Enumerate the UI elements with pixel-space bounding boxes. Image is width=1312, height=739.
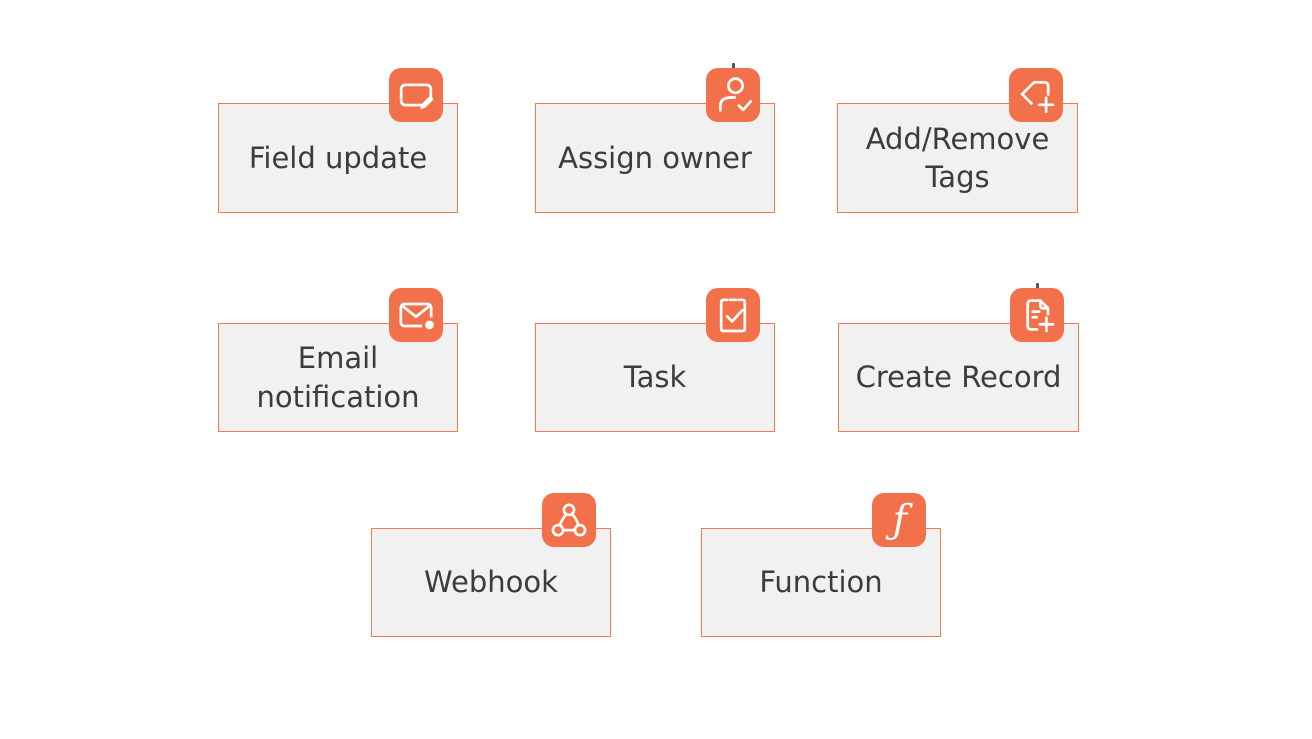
card-label: Function xyxy=(759,565,883,600)
card-field-update[interactable]: Field update xyxy=(218,68,458,213)
svg-text:ƒ: ƒ xyxy=(885,498,914,543)
card-label: Email notification xyxy=(256,341,420,414)
anchor-notch xyxy=(1035,283,1039,289)
card-assign-owner[interactable]: Assign owner xyxy=(535,63,775,213)
email-notification-icon xyxy=(389,288,443,342)
card-add-remove-tags[interactable]: Add/Remove Tags xyxy=(837,68,1078,213)
anchor-notch xyxy=(731,63,735,69)
card-task[interactable]: Task xyxy=(535,288,775,432)
webhook-icon xyxy=(542,493,596,547)
task-icon xyxy=(706,288,760,342)
card-create-record[interactable]: Create Record xyxy=(838,283,1079,432)
assign-owner-icon xyxy=(706,68,760,122)
field-update-icon xyxy=(389,68,443,122)
card-webhook[interactable]: Webhook xyxy=(371,493,611,637)
card-label: Webhook xyxy=(424,565,558,600)
card-label: Task xyxy=(623,360,687,395)
create-record-icon xyxy=(1010,288,1064,342)
card-label: Assign owner xyxy=(558,140,752,175)
card-label: Field update xyxy=(248,140,428,175)
function-icon: ƒ xyxy=(872,493,926,547)
card-label: Add/Remove Tags xyxy=(865,121,1050,194)
card-email-notification[interactable]: Email notification xyxy=(218,288,458,432)
add-remove-tags-icon xyxy=(1009,68,1063,122)
card-label: Create Record xyxy=(855,360,1062,395)
card-function[interactable]: ƒ Function xyxy=(701,493,941,637)
